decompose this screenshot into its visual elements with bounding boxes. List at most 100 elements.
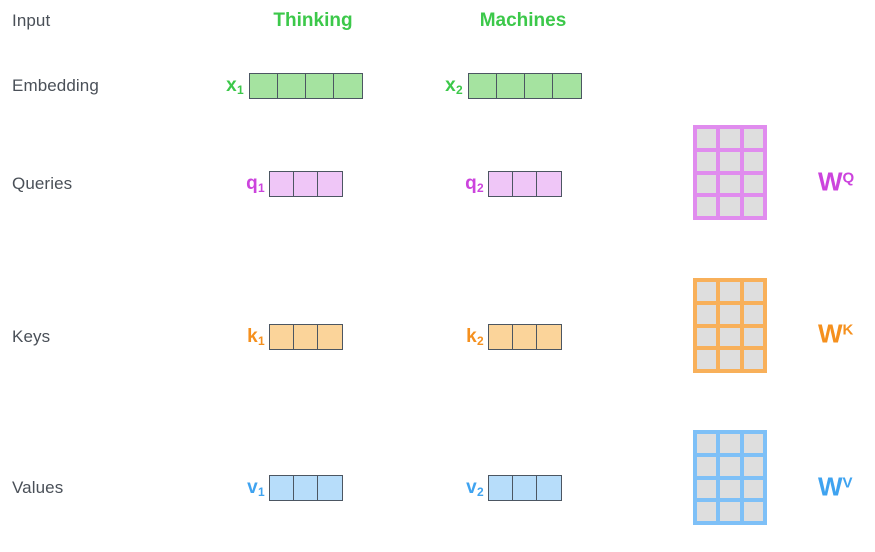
vector-symbol: x [445,75,456,96]
matrix-superscript: V [842,474,853,492]
matrix-cell [720,282,740,301]
matrix-symbol: W [818,166,843,197]
matrix-cell [720,434,740,453]
vector-subscript: 2 [477,485,484,499]
row-label-keys: Keys [12,327,51,346]
input-row-label: Input [12,11,51,30]
vector-cell [318,325,342,349]
vector-cell [294,476,318,500]
matrix-label-wv: WV [818,471,853,503]
vector-cell [537,476,561,500]
vector-symbol: k [247,326,258,347]
vector-label-v2: v2 [466,477,484,499]
row-label-queries: Queries [12,174,73,193]
vector-subscript: 2 [477,181,484,195]
vector-subscript: 1 [258,334,265,348]
matrix-cell [743,479,763,499]
vector-cell [537,172,561,196]
word-header-machines: Machines [479,10,567,31]
vector-cell [525,74,553,98]
vector-cell [306,74,334,98]
row-label-embedding: Embedding [12,76,99,95]
vector-label-k2: k2 [466,326,484,348]
matrix-label-wk: WK [818,319,854,350]
vector-cell [489,172,513,196]
matrix-cell [697,129,717,148]
vector-cell [270,172,294,196]
vector-label-x2: x2 [445,75,463,97]
vector-cell [270,476,294,500]
matrix-cell [743,327,763,347]
matrix-cell [697,197,717,216]
vector-k2 [488,324,562,350]
vector-subscript: 1 [237,83,244,97]
vector-symbol: x [226,75,237,96]
vector-label-q2: q2 [465,173,484,195]
vector-x2 [468,73,582,99]
row-label-values: Values [12,478,64,497]
vector-subscript: 1 [258,485,265,499]
vector-label-k1: k1 [247,326,265,348]
vector-cell [513,325,537,349]
vector-cell [270,325,294,349]
matrix-cell [743,434,763,453]
matrix-cell [720,197,740,216]
vector-symbol: k [466,326,477,347]
vector-symbol: v [466,477,477,498]
matrix-cell [720,129,740,148]
vector-symbol: q [465,173,477,194]
matrix-cell [697,327,717,347]
vector-q2 [488,171,562,197]
vector-label-q1: q1 [246,173,265,195]
matrix-cell [720,350,740,369]
matrix-cell [720,456,740,476]
vector-symbol: q [246,173,258,194]
matrix-cell [697,456,717,476]
matrix-superscript: Q [842,169,855,187]
matrix-cell [720,479,740,499]
matrix-cell [743,282,763,301]
vector-cell [294,325,318,349]
vector-label-v1: v1 [247,477,265,499]
vector-cell [334,74,362,98]
matrix-cell [720,327,740,347]
vector-cell [489,325,513,349]
matrix-cell [697,174,717,194]
vector-cell [537,325,561,349]
matrix-cell [743,174,763,194]
word-header-thinking: Thinking [273,10,353,31]
matrix-symbol: W [818,471,843,502]
vector-subscript: 1 [258,181,265,195]
matrix-label-wq: WQ [818,166,855,198]
matrix-cell [743,502,763,521]
vector-cell [318,476,342,500]
vector-cell [513,172,537,196]
matrix-cell [697,502,717,521]
matrix-cell [720,304,740,324]
matrix-cell [743,151,763,171]
vector-subscript: 2 [477,334,484,348]
vector-x1 [249,73,363,99]
vector-cell [489,476,513,500]
vector-label-x1: x1 [226,75,244,97]
matrix-superscript: K [842,321,854,339]
matrix-cell [743,129,763,148]
matrix-cell [743,350,763,369]
matrix-cell [720,151,740,171]
vector-q1 [269,171,343,197]
vector-k1 [269,324,343,350]
matrix-cell [697,282,717,301]
matrix-cell [743,304,763,324]
vector-cell [250,74,278,98]
vector-cell [294,172,318,196]
matrix-cell [743,197,763,216]
vector-subscript: 2 [456,83,463,97]
matrix-cell [697,151,717,171]
vector-cell [513,476,537,500]
weight-matrix-wq [693,125,767,220]
matrix-cell [743,456,763,476]
vector-v2 [488,475,562,501]
matrix-cell [697,304,717,324]
vector-v1 [269,475,343,501]
